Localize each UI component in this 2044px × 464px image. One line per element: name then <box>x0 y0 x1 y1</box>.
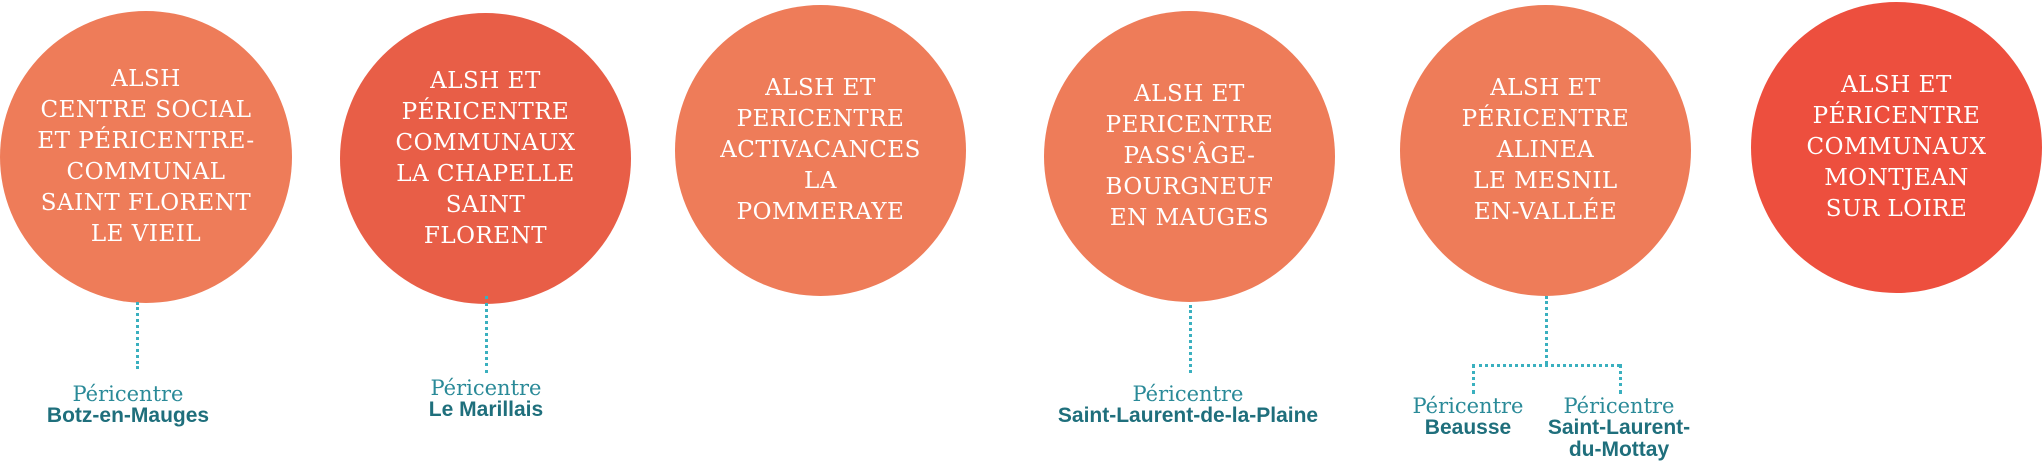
label-beausse: Péricentre Beausse <box>1413 395 1524 439</box>
label-name: Saint-Laurent- du-Mottay <box>1547 416 1691 461</box>
circle-montjean-sur-loire: ALSH ET PÉRICENTRE COMMUNAUX MONTJEAN SU… <box>1751 2 2042 293</box>
label-saint-laurent-du-mottay: Péricentre Saint-Laurent- du-Mottay <box>1548 395 1690 461</box>
label-kind: Péricentre <box>1563 394 1675 418</box>
circle-text: ALSH ET PÉRICENTRE COMMUNAUX LA CHAPELLE… <box>395 67 576 249</box>
connector-line <box>1472 364 1475 394</box>
label-name: Botz-en-Mauges <box>46 404 210 427</box>
label-kind: Péricentre <box>1412 394 1524 418</box>
connector-line <box>1189 305 1192 373</box>
label-le-marillais: Péricentre Le Marillais <box>429 377 543 421</box>
label-name: Le Marillais <box>428 398 544 421</box>
connector-line <box>1619 364 1622 394</box>
circle-la-chapelle-saint-florent: ALSH ET PÉRICENTRE COMMUNAUX LA CHAPELLE… <box>340 13 631 304</box>
label-name: Beausse <box>1424 416 1512 439</box>
connector-line <box>136 302 139 369</box>
label-name: Saint-Laurent-de-la-Plaine <box>1057 404 1319 427</box>
circle-text: ALSH ET PÉRICENTRE ALINEA LE MESNIL EN-V… <box>1461 75 1630 225</box>
circle-saint-florent-le-vieil: ALSH CENTRE SOCIAL ET PÉRICENTRE- COMMUN… <box>0 11 292 303</box>
circle-text: ALSH ET PÉRICENTRE COMMUNAUX MONTJEAN SU… <box>1806 72 1987 222</box>
circle-bourgneuf-en-mauges: ALSH ET PERICENTRE PASS'ÂGE- BOURGNEUF E… <box>1044 11 1335 302</box>
label-kind: Péricentre <box>1132 382 1244 406</box>
label-botz-en-mauges: Péricentre Botz-en-Mauges <box>47 383 209 427</box>
circle-text: ALSH ET PERICENTRE PASS'ÂGE- BOURGNEUF E… <box>1105 81 1274 231</box>
connector-branch <box>1472 364 1620 367</box>
circle-la-pommeraye: ALSH ET PERICENTRE ACTIVACANCES LA POMME… <box>675 5 966 296</box>
connector-line <box>485 296 488 373</box>
label-kind: Péricentre <box>430 376 542 400</box>
circle-text: ALSH ET PERICENTRE ACTIVACANCES LA POMME… <box>720 75 921 225</box>
label-kind: Péricentre <box>72 382 184 406</box>
circle-text: ALSH CENTRE SOCIAL ET PÉRICENTRE- COMMUN… <box>37 66 255 247</box>
connector-line <box>1545 296 1548 364</box>
circle-le-mesnil-en-vallee: ALSH ET PÉRICENTRE ALINEA LE MESNIL EN-V… <box>1400 5 1691 296</box>
label-saint-laurent-de-la-plaine: Péricentre Saint-Laurent-de-la-Plaine <box>1058 383 1318 427</box>
